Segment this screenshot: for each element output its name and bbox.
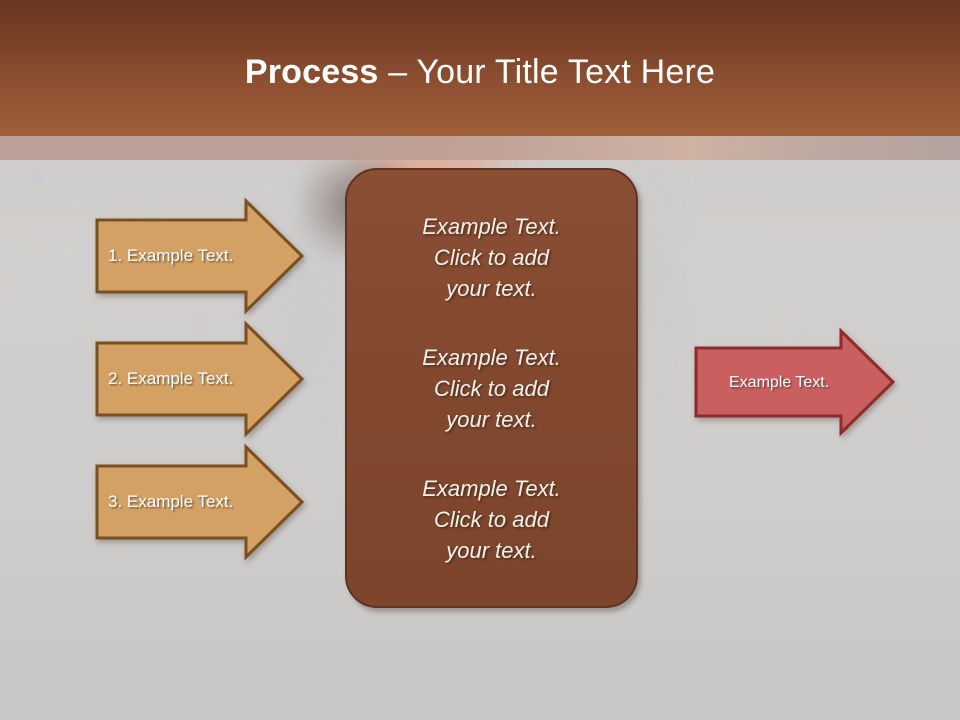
step-arrow-1[interactable] [94,197,306,315]
result-arrow[interactable] [693,327,897,437]
center-content-box[interactable]: Example Text. Click to add your text. Ex… [345,168,638,608]
page-title-rest: – Your Title Text Here [378,53,716,91]
step-arrow-3[interactable] [94,443,306,561]
center-paragraph-3: Example Text. Click to add your text. [422,475,561,563]
title-banner-accent-strip [0,136,960,160]
page-title: Process – Your Title Text Here [0,50,960,94]
page-title-bold: Process [244,53,379,91]
center-paragraph-1: Example Text. Click to add your text. [422,213,561,301]
center-paragraph-2: Example Text. Click to add your text. [422,344,561,432]
step-arrow-2[interactable] [94,320,306,438]
title-banner [0,0,960,136]
background-bokeh-upper-right [790,210,960,330]
